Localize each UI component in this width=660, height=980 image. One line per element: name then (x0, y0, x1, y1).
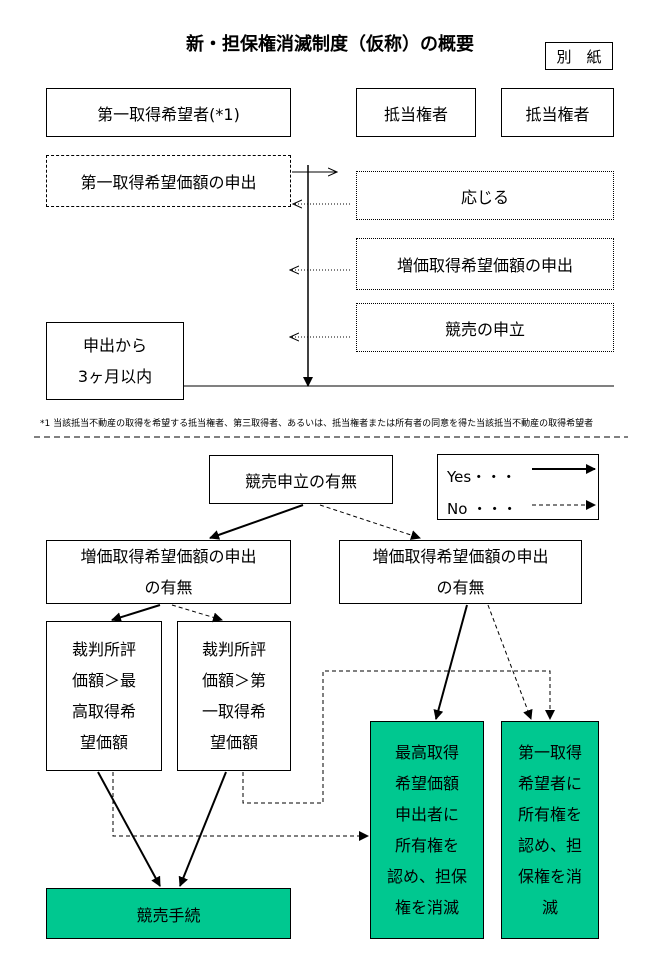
mortgagee-box-2: 抵当権者 (501, 88, 614, 137)
first-bidder-box: 第一取得 希望者に 所有権を 認め、担 保権を消 滅 (501, 721, 599, 939)
auction-procedure-box: 競売手続 (46, 888, 291, 939)
mortgagee-box-1: 抵当権者 (356, 88, 476, 137)
legend-yes-label: Yes・・・ (447, 468, 517, 486)
no-right-to-first (487, 604, 533, 720)
deadline-box: 申出から 3ヶ月以内 (46, 322, 184, 400)
no-court-first-to-first-bidder (242, 670, 555, 804)
auction-request-box: 競売の申立 (356, 303, 614, 352)
attachment-label: 別 紙 (545, 42, 613, 70)
first-price-offer-box: 第一取得希望価額の申出 (46, 155, 291, 207)
footnote: *1 当該抵当不動産の取得を希望する抵当権者、第三取得者、あるいは、抵当権者また… (40, 419, 594, 429)
accept-box: 応じる (356, 171, 614, 220)
no-left-to-court-first (171, 604, 223, 623)
yes-left-to-court-max (111, 604, 161, 623)
first-buyer-box: 第一取得希望者(*1) (46, 88, 291, 137)
court-gt-first-box: 裁判所評 価額＞第 一取得希 望価額 (177, 621, 291, 771)
highest-bidder-box: 最高取得 希望価額 申出者に 所有権を 認め、担保 権を消滅 (370, 721, 484, 939)
yes-court-max-to-auction (97, 771, 161, 887)
legend-box (437, 454, 599, 520)
yes-auction-to-left (209, 504, 304, 540)
page-title: 新・担保権消滅制度（仮称）の概要 (186, 34, 474, 55)
legend-no-label: No ・・・ (447, 500, 518, 518)
auction-exists-box: 競売申立の有無 (209, 455, 393, 504)
no-auction-to-right (319, 504, 421, 540)
court-gt-max-box: 裁判所評 価額＞最 高取得希 望価額 (46, 621, 162, 771)
yes-court-first-to-auction (178, 771, 227, 887)
increased-offer-box: 増価取得希望価額の申出 (356, 238, 614, 290)
no-court-max-to-highest (112, 772, 369, 841)
increase-exists-right-box: 増価取得希望価額の申出 の有無 (339, 540, 582, 604)
increase-exists-left-box: 増価取得希望価額の申出 の有無 (46, 540, 291, 604)
yes-right-to-highest (433, 604, 468, 720)
